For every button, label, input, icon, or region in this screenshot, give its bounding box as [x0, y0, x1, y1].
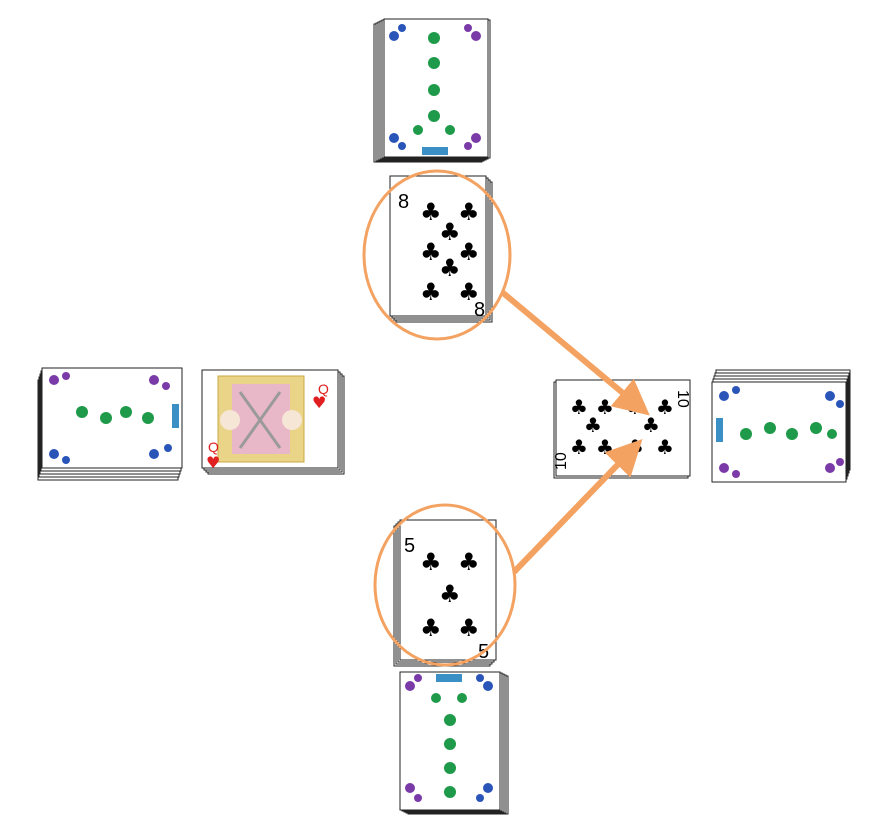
svg-text:♣: ♣	[596, 435, 614, 459]
heart-suit-icon: ♥	[312, 393, 326, 412]
card-back-turtle-icon	[41, 367, 183, 469]
heart-suit-icon: ♥	[206, 453, 220, 472]
svg-text:♣: ♣	[458, 548, 480, 576]
left-deck[interactable]	[36, 367, 186, 483]
svg-text:♣: ♣	[420, 548, 442, 576]
left-played-card[interactable]: Q ♥ Q ♥	[200, 369, 348, 478]
svg-text:♣: ♣	[626, 435, 644, 459]
bottom-card-rank: 5	[404, 535, 415, 557]
card-back-turtle-icon	[399, 671, 501, 811]
svg-text:♣: ♣	[570, 435, 588, 459]
right-played-card[interactable]: 10 10 ♣♣♣♣ ♣♣ ♣♣♣♣	[552, 379, 694, 482]
svg-text:♣: ♣	[656, 395, 674, 419]
svg-text:♣: ♣	[420, 278, 442, 306]
svg-text:♣: ♣	[420, 614, 442, 642]
right-card-rank-bottom: 10	[553, 452, 570, 470]
bottom-card-rank-bottom: 5	[478, 641, 489, 663]
left-card-rank: Q	[318, 381, 329, 397]
card-back-turtle-icon	[711, 381, 847, 483]
queen-face-art-icon	[217, 375, 305, 463]
svg-text:♣: ♣	[458, 198, 480, 226]
card-back-turtle-icon	[383, 18, 489, 158]
svg-text:♣: ♣	[458, 278, 480, 306]
svg-text:♣: ♣	[584, 413, 602, 437]
svg-text:♣: ♣	[642, 413, 660, 437]
bottom-played-card[interactable]: 5 5 ♣ ♣ ♣ ♣ ♣	[392, 519, 500, 668]
svg-text:♣: ♣	[458, 238, 480, 266]
svg-text:♣: ♣	[439, 580, 461, 608]
left-card-rank-bottom: Q	[208, 439, 219, 455]
top-card-rank: 8	[398, 191, 409, 213]
top-deck[interactable]	[372, 18, 492, 164]
svg-text:♣: ♣	[458, 614, 480, 642]
bottom-deck[interactable]	[398, 670, 514, 816]
right-card-rank: 10	[674, 390, 691, 408]
right-deck[interactable]	[708, 369, 854, 486]
top-played-card[interactable]: 8 8 ♣♣ ♣ ♣♣ ♣ ♣♣	[388, 175, 498, 326]
svg-text:♣: ♣	[656, 435, 674, 459]
